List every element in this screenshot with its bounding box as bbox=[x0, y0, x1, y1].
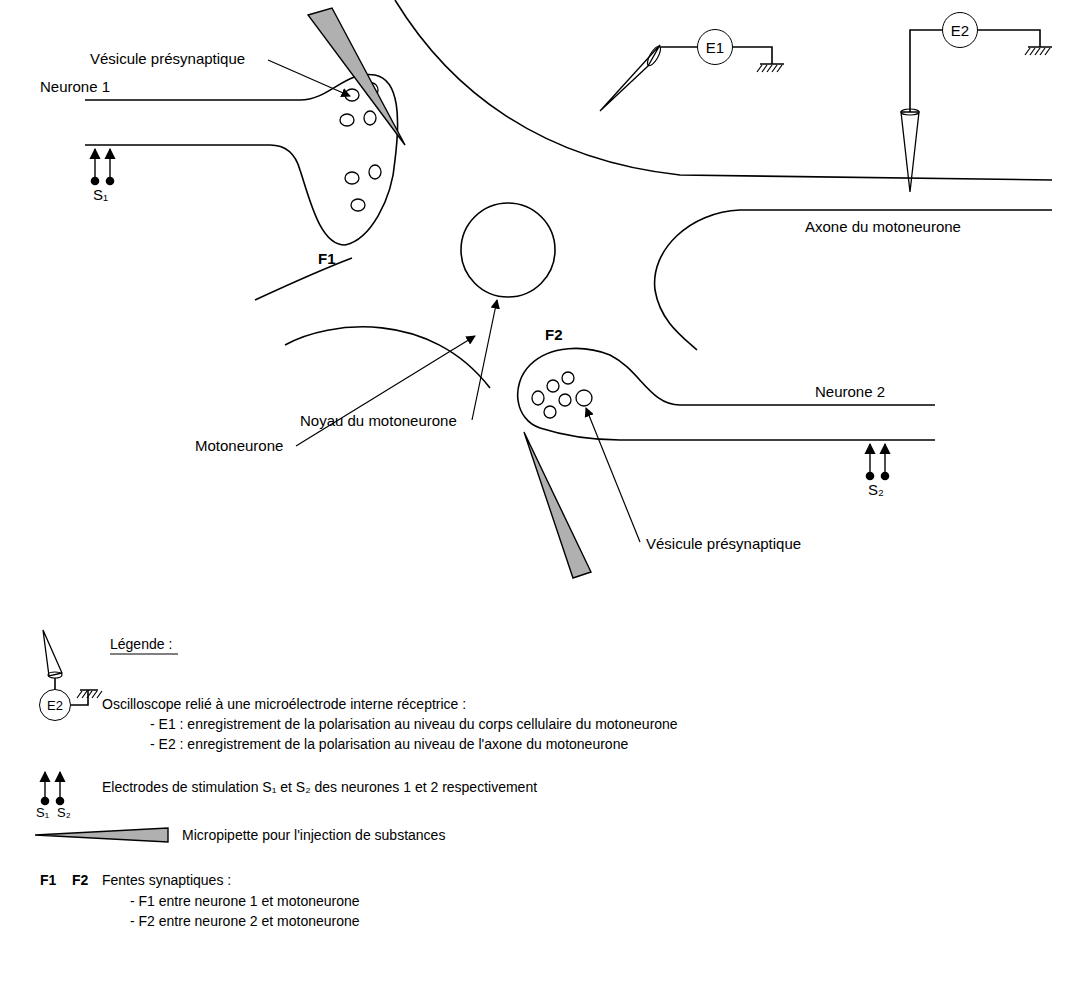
legend-entry: - E2 : enregistrement de la polarisation… bbox=[150, 736, 628, 752]
micropipette bbox=[524, 432, 591, 578]
microelectrode bbox=[600, 45, 660, 111]
part-label: Vésicule présynaptique bbox=[90, 50, 245, 67]
microelectrode bbox=[901, 109, 919, 115]
recording-wire bbox=[910, 30, 942, 112]
electrode-label: S₂ bbox=[868, 481, 884, 498]
cleft-label: F1 bbox=[318, 250, 336, 267]
neuron-1 bbox=[85, 74, 398, 245]
legend-entry: - E1 : enregistrement de la polarisation… bbox=[150, 716, 678, 732]
underline bbox=[110, 654, 178, 655]
legend-text: - F2 entre neurone 2 et motoneurone bbox=[130, 913, 360, 929]
microelectrode bbox=[48, 672, 62, 678]
electrode-label: S₁ bbox=[93, 186, 108, 203]
oscilloscope-circle: E2 bbox=[942, 12, 978, 48]
legend-text: - F1 entre neurone 1 et motoneurone bbox=[130, 893, 360, 909]
legend-text: Micropipette pour l'injection de substan… bbox=[182, 827, 445, 843]
legend-text: - E1 : enregistrement de la polarisation… bbox=[150, 716, 678, 732]
legend-text: Oscilloscope relié à une microélectrode … bbox=[102, 696, 466, 712]
legend-text: Electrodes de stimulation S₁ et S₂ des n… bbox=[102, 779, 537, 795]
leader-line bbox=[472, 300, 497, 420]
legend-entry: Oscilloscope relié à une microélectrode … bbox=[102, 696, 466, 712]
ground-hatch bbox=[767, 65, 772, 72]
membrane bbox=[395, 0, 1052, 180]
ground-hatch bbox=[772, 65, 777, 72]
ground-wire bbox=[71, 690, 98, 705]
node-label: E1 bbox=[706, 40, 724, 55]
microelectrode bbox=[43, 630, 62, 676]
legend-entry: Micropipette pour l'injection de substan… bbox=[182, 827, 445, 843]
nucleus bbox=[461, 203, 555, 297]
micropipette bbox=[35, 828, 168, 842]
electrode-label: S₁ bbox=[36, 806, 49, 821]
ground-hatch bbox=[1040, 48, 1045, 55]
legend-text: Fentes synaptiques : bbox=[102, 872, 231, 888]
ground-hatch bbox=[1045, 48, 1050, 55]
ground-hatch bbox=[92, 691, 97, 698]
ground-hatch bbox=[762, 65, 767, 72]
ground-hatch bbox=[82, 691, 87, 698]
recording-wire bbox=[54, 678, 56, 689]
ground-hatch bbox=[77, 48, 1050, 698]
cleft-label: F1 bbox=[40, 872, 56, 888]
part-label: Vésicule présynaptique bbox=[646, 535, 801, 552]
microelectrode bbox=[645, 44, 663, 67]
ground-wire bbox=[733, 47, 784, 64]
ground-hatch bbox=[757, 65, 762, 72]
neuron-2 bbox=[518, 348, 935, 440]
part-label: Motoneurone bbox=[195, 437, 283, 454]
legend-text: - E2 : enregistrement de la polarisation… bbox=[150, 736, 628, 752]
legend-entry: - F2 entre neurone 2 et motoneurone bbox=[130, 913, 360, 929]
legend-entry: Electrodes de stimulation S₁ et S₂ des n… bbox=[102, 779, 537, 795]
node-label: E2 bbox=[47, 699, 63, 712]
cleft-label: F2 bbox=[72, 872, 88, 888]
membrane bbox=[655, 210, 1052, 350]
part-label: Axone du motoneurone bbox=[805, 218, 961, 235]
recording-wire bbox=[660, 46, 697, 48]
legend-entry: - F1 entre neurone 1 et motoneurone bbox=[130, 893, 360, 909]
stimulation-electrode bbox=[45, 149, 885, 800]
vesicles bbox=[340, 83, 592, 418]
oscilloscope-circle: E1 bbox=[697, 29, 733, 65]
membrane bbox=[255, 258, 352, 300]
micropipette bbox=[308, 8, 405, 145]
oscilloscope-circle: E2 bbox=[39, 689, 71, 721]
membrane bbox=[285, 327, 490, 388]
part-label: Noyau du motoneurone bbox=[300, 412, 457, 429]
leader-line bbox=[296, 336, 475, 446]
part-label: Neurone 2 bbox=[815, 383, 885, 400]
cleft-label: F2 bbox=[545, 326, 563, 343]
electrode-label: S₂ bbox=[57, 806, 71, 821]
leader-line bbox=[586, 408, 640, 542]
ground-hatch bbox=[97, 691, 102, 698]
part-label: Neurone 1 bbox=[40, 78, 110, 95]
legend-heading: Légende : bbox=[110, 636, 172, 652]
ground-wire bbox=[978, 30, 1052, 47]
ground-hatch bbox=[77, 691, 82, 698]
ground-hatch bbox=[1025, 48, 1030, 55]
ground-hatch bbox=[1035, 48, 1040, 55]
legend-entry: Fentes synaptiques : bbox=[102, 872, 231, 888]
ground-hatch bbox=[1030, 48, 1035, 55]
ground-hatch bbox=[87, 691, 92, 698]
microelectrode bbox=[901, 112, 919, 192]
leader-line bbox=[268, 60, 350, 96]
node-label: E2 bbox=[951, 23, 969, 38]
ground-hatch bbox=[777, 65, 782, 72]
electrode-dot bbox=[42, 178, 889, 805]
